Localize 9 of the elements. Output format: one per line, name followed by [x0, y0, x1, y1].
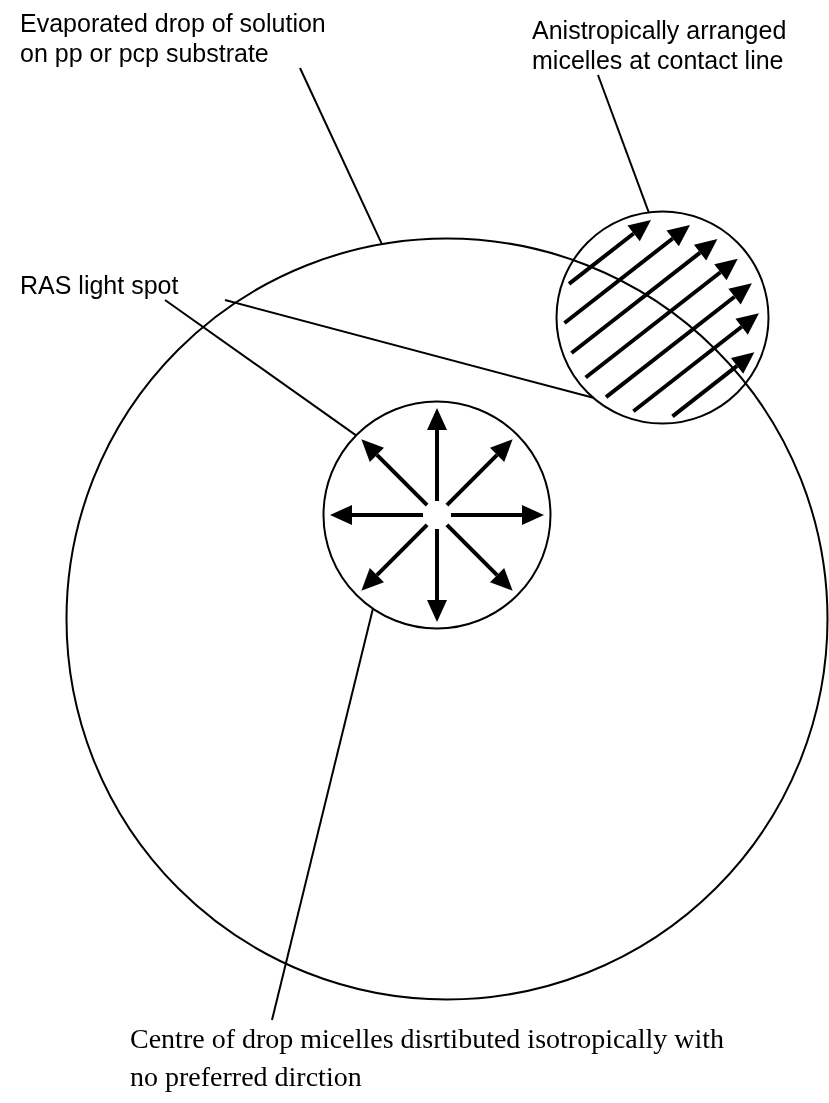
- leader-line: [597, 74, 650, 214]
- callout-text: RAS light spot: [20, 270, 250, 300]
- callout-text: Centre of drop micelles disrtibuted isotropically with no preferred dirction: [130, 1020, 730, 1096]
- leader-line: [299, 67, 383, 246]
- callout-text: Evaporated drop of solution on pp or pcp substrate: [20, 8, 355, 68]
- leader-line: [164, 299, 358, 437]
- leader-line: [271, 607, 374, 1021]
- callout-text: Anistropically arranged micelles at contact line: [532, 15, 829, 75]
- leader-line: [224, 299, 595, 399]
